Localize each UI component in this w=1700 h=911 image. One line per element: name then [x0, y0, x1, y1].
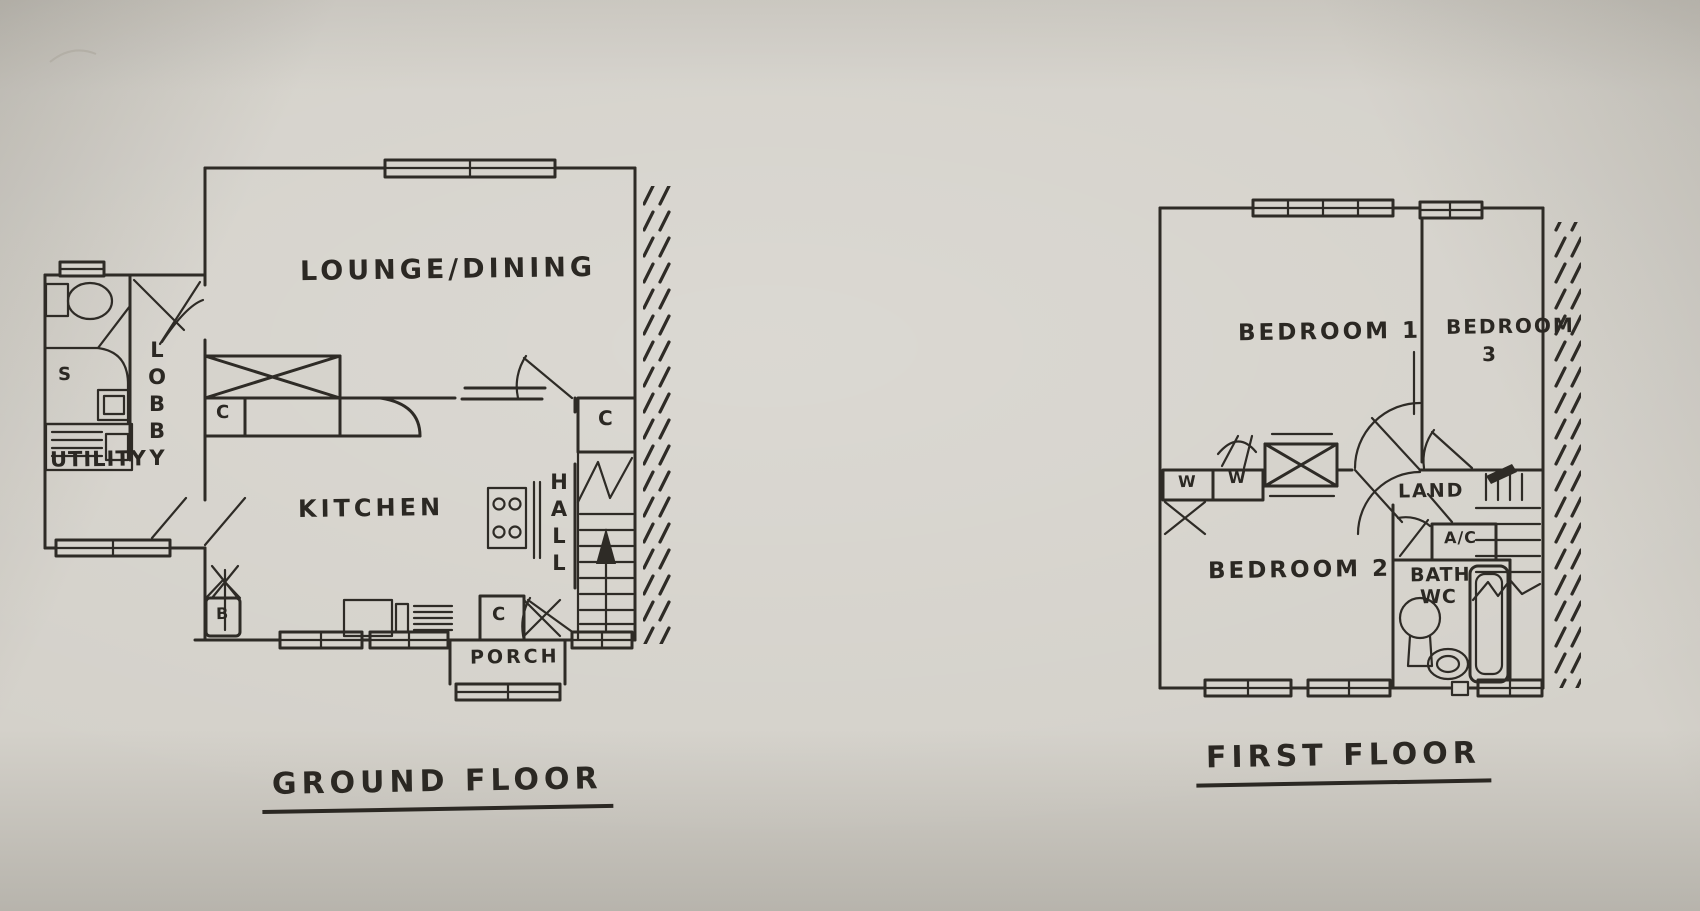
room-label-bedroom3: BEDROOM: [1445, 313, 1575, 339]
ff-stairs-icon: [1471, 464, 1542, 602]
ff-party-wall-hatching: [1551, 222, 1581, 688]
cupboard-label-hall: C: [491, 603, 508, 626]
ground-floor-title: GROUND FLOOR: [261, 760, 614, 815]
cupboard-label-kitchen: C: [215, 401, 232, 424]
bathtub-icon: [1468, 564, 1510, 684]
gf-windows: [54, 158, 634, 650]
room-label-porch: PORCH: [469, 645, 560, 669]
toilet-icon-utility: [44, 281, 114, 321]
boiler-label: B: [215, 603, 231, 624]
cupboard-label-understairs: C: [597, 405, 615, 431]
gf-porch: [448, 594, 567, 702]
room-label-hall: HALL: [547, 470, 571, 578]
room-label-bedroom1: BEDROOM 1: [1237, 317, 1422, 347]
basin-icon-bathroom: [1426, 647, 1470, 681]
room-label-utility: UTILITY: [49, 446, 148, 472]
sink-label: S: [57, 363, 74, 386]
room-label-landing: LAND: [1397, 479, 1465, 503]
room-label-bedroom2: BEDROOM 2: [1207, 555, 1392, 585]
first-floor-plan: [1158, 198, 1581, 698]
kitchen-sink-icon: [342, 598, 454, 638]
airing-cupboard-label: A/C: [1443, 527, 1478, 548]
pencil-smudge: [49, 49, 97, 63]
ground-floor-plan: [43, 158, 671, 702]
ff-doors: [1353, 401, 1474, 558]
ff-windows: [1203, 198, 1544, 698]
gf-kitchen-wall-units: [203, 396, 637, 454]
wardrobe-label-left: W: [1177, 471, 1198, 492]
ff-walls: [1158, 206, 1545, 690]
stairs-up-icon: [576, 450, 635, 642]
first-floor-title: FIRST FLOOR: [1195, 735, 1492, 788]
gf-party-wall-hatching: [643, 186, 671, 644]
room-label-bedroom3-number: 3: [1481, 341, 1499, 367]
wardrobe-label-right: W: [1227, 467, 1248, 488]
room-label-wc: WC: [1419, 585, 1458, 609]
hob-icon: [486, 480, 542, 560]
sink-icon-utility: [44, 346, 132, 426]
room-label-kitchen: KITCHEN: [297, 492, 445, 524]
gf-doors: [96, 278, 580, 642]
room-label-lobby: LOBBY: [145, 338, 169, 473]
ff-crossed-box: [1263, 432, 1339, 498]
room-label-lounge-dining: LOUNGE/DINING: [299, 251, 597, 288]
room-label-bath: BATH: [1409, 563, 1471, 587]
washing-machine-icon: [44, 422, 134, 472]
wardrobe-boxes: [1161, 434, 1265, 536]
boiler-box: [204, 564, 242, 638]
airing-cupboard-box: [1430, 522, 1498, 562]
gf-chimney-crossed-box: [203, 354, 547, 401]
toilet-icon-bathroom: [1398, 596, 1442, 668]
